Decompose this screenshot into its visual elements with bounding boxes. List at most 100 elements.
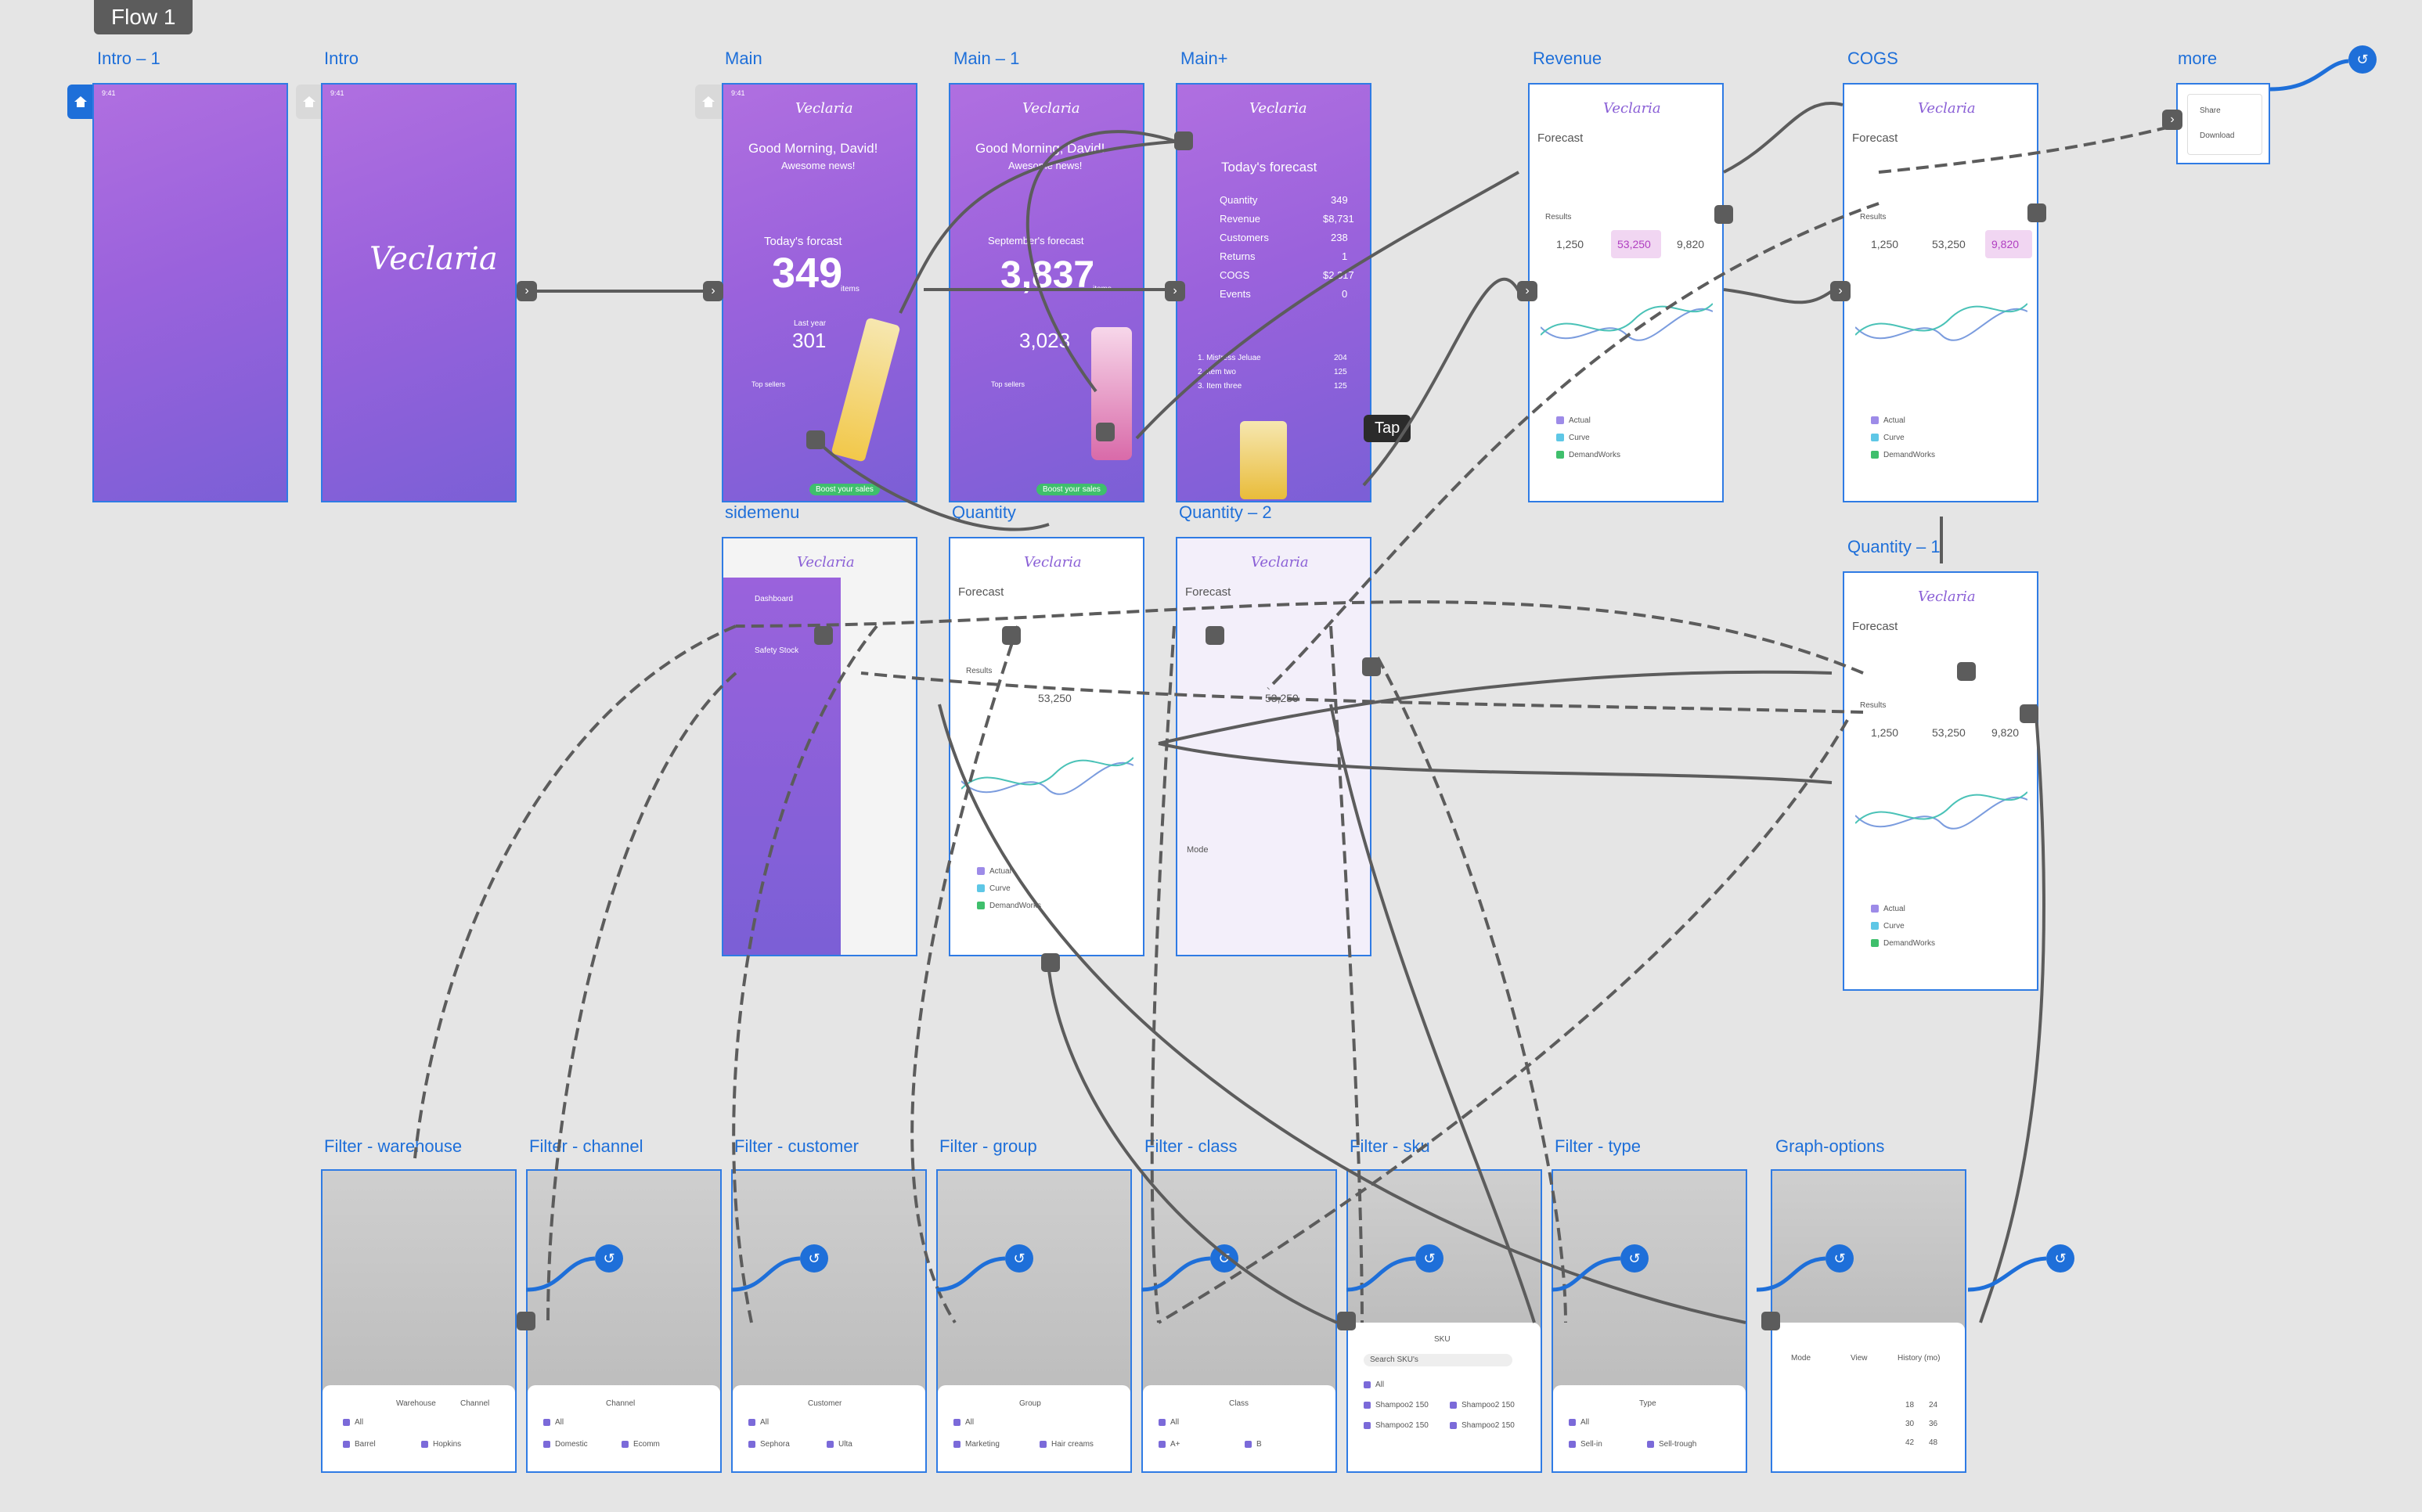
- filter-option[interactable]: Marketing: [953, 1440, 1000, 1449]
- selected-metric-box[interactable]: [1985, 230, 2032, 258]
- arrow-right-icon[interactable]: ›: [1165, 281, 1185, 301]
- screen-label-filter-type[interactable]: Filter - type: [1555, 1136, 1642, 1156]
- sku-search-input[interactable]: Search SKU's: [1364, 1354, 1512, 1366]
- menu-item-download[interactable]: Download: [2200, 131, 2235, 140]
- screen-quantity-1[interactable]: Veclaria Forecast Results 1,250 53,250 9…: [1843, 571, 2038, 991]
- menu-item-share[interactable]: Share: [2200, 106, 2221, 115]
- screen-filter-channel[interactable]: Channel All Domestic Ecomm: [526, 1169, 722, 1473]
- screen-label-intro-1[interactable]: Intro – 1: [97, 49, 160, 68]
- connector-hotspot[interactable]: [1174, 131, 1193, 150]
- filter-option[interactable]: Hair creams: [1040, 1440, 1094, 1449]
- filter-sheet[interactable]: Group All Marketing Hair creams: [938, 1385, 1130, 1471]
- connector-hotspot[interactable]: [1957, 662, 1976, 681]
- home-tab-main[interactable]: [695, 85, 722, 119]
- screen-filter-type[interactable]: Type All Sell-in Sell-trough: [1552, 1169, 1747, 1473]
- arrow-right-icon[interactable]: ›: [2162, 110, 2182, 130]
- home-tab-intro[interactable]: [296, 85, 323, 119]
- screen-label-quantity-2[interactable]: Quantity – 2: [1179, 502, 1272, 522]
- screen-label-filter-channel[interactable]: Filter - channel: [529, 1136, 643, 1156]
- arrow-right-icon[interactable]: ›: [1517, 281, 1537, 301]
- filter-sheet[interactable]: Class All A+ B: [1143, 1385, 1335, 1471]
- filter-option[interactable]: Shampoo2 150: [1450, 1401, 1515, 1409]
- back-icon[interactable]: ↺: [1210, 1244, 1238, 1273]
- connector-hotspot[interactable]: [1337, 1312, 1356, 1330]
- arrow-right-icon[interactable]: ›: [703, 281, 723, 301]
- connector-hotspot[interactable]: [1714, 205, 1733, 224]
- screen-label-intro[interactable]: Intro: [324, 49, 359, 68]
- filter-sheet[interactable]: Customer All Sephora Ulta: [733, 1385, 925, 1471]
- flow-title-badge[interactable]: Flow 1: [94, 0, 193, 34]
- screen-label-filter-class[interactable]: Filter - class: [1144, 1136, 1238, 1156]
- connector-hotspot[interactable]: [814, 626, 833, 645]
- screen-graph-options[interactable]: Mode View History (mo) 18 24 30 36 42 48: [1771, 1169, 1966, 1473]
- connector-hotspot[interactable]: [1002, 626, 1021, 645]
- screen-filter-group[interactable]: Group All Marketing Hair creams: [936, 1169, 1132, 1473]
- filter-option[interactable]: Shampoo2 150: [1364, 1401, 1429, 1409]
- back-icon[interactable]: ↺: [2046, 1244, 2074, 1273]
- screen-main-plus[interactable]: Veclaria Today's forecast Quantity 349 R…: [1176, 83, 1371, 502]
- filter-sheet[interactable]: Warehouse Channel All Barrel Hopkins: [323, 1385, 515, 1471]
- screen-label-quantity-1[interactable]: Quantity – 1: [1847, 537, 1941, 556]
- filter-option[interactable]: Barrel: [343, 1440, 376, 1449]
- filter-option[interactable]: Shampoo2 150: [1364, 1421, 1429, 1430]
- filter-sheet[interactable]: Type All Sell-in Sell-trough: [1553, 1385, 1746, 1471]
- filter-option[interactable]: All: [953, 1418, 974, 1427]
- screen-label-filter-group[interactable]: Filter - group: [939, 1136, 1037, 1156]
- arrow-right-icon[interactable]: ›: [1830, 281, 1851, 301]
- screen-label-graph-options[interactable]: Graph-options: [1775, 1136, 1885, 1156]
- screen-label-cogs[interactable]: COGS: [1847, 49, 1898, 68]
- back-icon[interactable]: ↺: [1005, 1244, 1033, 1273]
- back-icon[interactable]: ↺: [1826, 1244, 1854, 1273]
- filter-sheet[interactable]: SKU Search SKU's All Shampoo2 150 Shampo…: [1348, 1323, 1541, 1471]
- history-option[interactable]: 18: [1905, 1401, 1915, 1409]
- screen-label-filter-sku[interactable]: Filter - sku: [1350, 1136, 1430, 1156]
- filter-option[interactable]: Ulta: [827, 1440, 852, 1449]
- screen-label-main-plus[interactable]: Main+: [1180, 49, 1228, 68]
- home-start-tab[interactable]: [67, 85, 94, 119]
- screen-sidemenu[interactable]: Veclaria Dashboard Safety Stock: [722, 537, 917, 956]
- connector-hotspot[interactable]: [517, 1312, 535, 1330]
- screen-intro-1[interactable]: 9:41: [92, 83, 288, 502]
- filter-option[interactable]: Domestic: [543, 1440, 588, 1449]
- selected-metric-box[interactable]: [1611, 230, 1661, 258]
- connector-hotspot[interactable]: [806, 430, 825, 449]
- sidemenu-item-dashboard[interactable]: Dashboard: [755, 595, 793, 603]
- screen-label-main[interactable]: Main: [725, 49, 762, 68]
- filter-option[interactable]: Ecomm: [622, 1440, 660, 1449]
- connector-hotspot[interactable]: [1362, 657, 1381, 676]
- screen-more[interactable]: Share Download: [2176, 83, 2270, 164]
- screen-quantity[interactable]: Veclaria Forecast Results 53,250 Actual …: [949, 537, 1144, 956]
- screen-cogs[interactable]: Veclaria Forecast Results 1,250 53,250 9…: [1843, 83, 2038, 502]
- filter-option[interactable]: All: [543, 1418, 564, 1427]
- back-icon[interactable]: ↺: [595, 1244, 623, 1273]
- back-icon[interactable]: ↺: [800, 1244, 828, 1273]
- history-option[interactable]: 36: [1929, 1420, 1938, 1428]
- screen-label-filter-warehouse[interactable]: Filter - warehouse: [324, 1136, 463, 1156]
- history-option[interactable]: 24: [1929, 1401, 1938, 1409]
- connector-hotspot[interactable]: [1096, 423, 1115, 441]
- filter-option[interactable]: All: [1569, 1418, 1589, 1427]
- screen-filter-customer[interactable]: Customer All Sephora Ulta: [731, 1169, 927, 1473]
- screen-filter-warehouse[interactable]: Warehouse Channel All Barrel Hopkins: [321, 1169, 517, 1473]
- history-option[interactable]: 30: [1905, 1420, 1915, 1428]
- screen-label-sidemenu[interactable]: sidemenu: [725, 502, 800, 522]
- connector-hotspot[interactable]: [1041, 953, 1060, 972]
- screen-label-more[interactable]: more: [2178, 49, 2218, 68]
- history-option[interactable]: 48: [1929, 1438, 1938, 1447]
- arrow-right-icon[interactable]: ›: [517, 281, 537, 301]
- screen-label-revenue[interactable]: Revenue: [1533, 49, 1602, 68]
- screen-filter-class[interactable]: Class All A+ B: [1141, 1169, 1337, 1473]
- sidemenu-item-safety-stock[interactable]: Safety Stock: [755, 646, 799, 655]
- boost-sales-chip[interactable]: Boost your sales: [809, 484, 880, 495]
- back-icon[interactable]: ↺: [1415, 1244, 1443, 1273]
- filter-option[interactable]: Hopkins: [421, 1440, 461, 1449]
- filter-option[interactable]: Sell-in: [1569, 1440, 1602, 1449]
- connector-hotspot[interactable]: [1761, 1312, 1780, 1330]
- filter-option[interactable]: Shampoo2 150: [1450, 1421, 1515, 1430]
- back-icon[interactable]: ↺: [1620, 1244, 1649, 1273]
- filter-option[interactable]: A+: [1159, 1440, 1180, 1449]
- screen-label-filter-customer[interactable]: Filter - customer: [734, 1136, 859, 1156]
- screen-label-quantity[interactable]: Quantity: [952, 502, 1016, 522]
- screen-intro[interactable]: 9:41 Veclaria: [321, 83, 517, 502]
